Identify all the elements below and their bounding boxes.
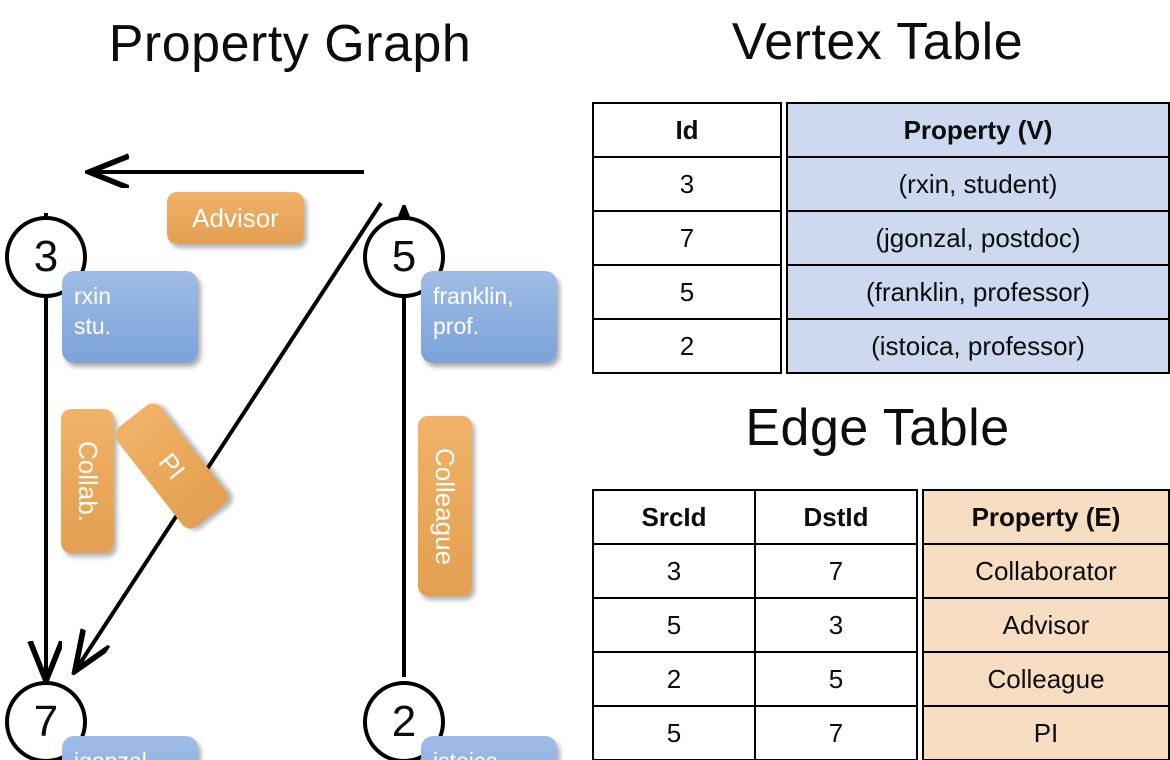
- edge-label-advisor: Advisor: [167, 192, 304, 244]
- edge-table-src-dst-columns: SrcId DstId 3 7 5 3 2 5 5 7: [592, 489, 918, 760]
- vertex-table-header-id: Id: [592, 102, 782, 158]
- table-header-row: Property (E): [922, 489, 1170, 545]
- graph-node-5-label: 5: [391, 232, 417, 281]
- graph-node-3-label: 3: [33, 232, 59, 281]
- vertex-property-callout-7-name: jgonzal,: [74, 746, 198, 760]
- page-title-vertex-table: Vertex Table: [731, 13, 1024, 71]
- edge-table-cell-srcid: 5: [592, 597, 756, 653]
- edge-label-colleague: Colleague: [418, 416, 472, 596]
- table-row: (istoica, professor): [786, 318, 1170, 374]
- vertex-property-callout-2: istoica prof.: [421, 736, 557, 760]
- edge-table-cell-property: Advisor: [922, 597, 1170, 653]
- edge-table-cell-property: Colleague: [922, 651, 1170, 707]
- table-row: Collaborator: [922, 543, 1170, 599]
- vertex-table-cell-property: (franklin, professor): [786, 264, 1170, 320]
- vertex-table-cell-id: 7: [592, 210, 782, 266]
- edge-table-header-dstid: DstId: [754, 489, 918, 545]
- table-row: (jgonzal, postdoc): [786, 210, 1170, 266]
- vertex-property-callout-5: franklin, prof.: [421, 271, 557, 363]
- vertex-table-cell-id: 3: [592, 156, 782, 212]
- graph-node-7-label: 7: [33, 697, 59, 746]
- table-row: 5 7: [592, 705, 918, 760]
- edge-table-cell-property: PI: [922, 705, 1170, 760]
- table-row: 2 5: [592, 651, 918, 707]
- vertex-property-callout-7: jgonzal, pst.doc.: [62, 736, 198, 760]
- vertex-table-property-column: Property (V) (rxin, student) (jgonzal, p…: [786, 102, 1170, 374]
- vertex-table-cell-id: 5: [592, 264, 782, 320]
- vertex-property-callout-3-name: rxin: [74, 283, 112, 309]
- vertex-table-cell-property: (jgonzal, postdoc): [786, 210, 1170, 266]
- table-row: 3: [592, 156, 782, 212]
- edge-table-cell-property: Collaborator: [922, 543, 1170, 599]
- vertex-property-callout-3-role: stu.: [74, 313, 112, 339]
- page-title-edge-table: Edge Table: [745, 399, 1010, 457]
- edge-label-colleague-text: Colleague: [430, 447, 461, 565]
- graph-node-2-label: 2: [391, 697, 417, 746]
- table-header-row: Property (V): [786, 102, 1170, 158]
- table-row: (rxin, student): [786, 156, 1170, 212]
- edge-label-collab: Collab.: [61, 409, 114, 553]
- table-row: 7: [592, 210, 782, 266]
- edge-table-header-srcid: SrcId: [592, 489, 756, 545]
- edge-table-cell-dstid: 5: [754, 651, 918, 707]
- table-row: 3 7: [592, 543, 918, 599]
- edge-table-property-column: Property (E) Collaborator Advisor Collea…: [922, 489, 1170, 760]
- edge-table-cell-dstid: 7: [754, 705, 918, 760]
- table-row: 2: [592, 318, 782, 374]
- table-row: 5: [592, 264, 782, 320]
- vertex-property-callout-3: rxin stu.: [62, 271, 198, 363]
- vertex-property-callout-5-name: franklin,: [433, 283, 514, 309]
- edge-label-advisor-text: Advisor: [192, 202, 279, 233]
- vertex-table-cell-property: (istoica, professor): [786, 318, 1170, 374]
- vertex-table-header-property: Property (V): [786, 102, 1170, 158]
- edge-line-pi: [77, 201, 383, 668]
- table-row: (franklin, professor): [786, 264, 1170, 320]
- edge-table-cell-srcid: 5: [592, 705, 756, 760]
- table-header-row: SrcId DstId: [592, 489, 918, 545]
- table-row: Colleague: [922, 651, 1170, 707]
- edge-label-pi-text: PI: [152, 446, 192, 485]
- table-header-row: Id: [592, 102, 782, 158]
- edge-table-cell-dstid: 3: [754, 597, 918, 653]
- table-row: PI: [922, 705, 1170, 760]
- vertex-table-cell-id: 2: [592, 318, 782, 374]
- edge-label-collab-text: Collab.: [73, 440, 103, 522]
- edge-table-header-property: Property (E): [922, 489, 1170, 545]
- vertex-property-callout-2-name: istoica: [433, 746, 557, 760]
- edge-table-cell-srcid: 3: [592, 543, 756, 599]
- vertex-table-cell-property: (rxin, student): [786, 156, 1170, 212]
- table-row: 5 3: [592, 597, 918, 653]
- vertex-table-id-column: Id 3 7 5 2: [592, 102, 782, 374]
- edge-table-cell-srcid: 2: [592, 651, 756, 707]
- property-graph-diagram: 3 5 7 2 rxin stu. franklin, prof. jgonza…: [0, 85, 580, 760]
- table-row: Advisor: [922, 597, 1170, 653]
- vertex-property-callout-5-role: prof.: [433, 313, 480, 339]
- edge-table-cell-dstid: 7: [754, 543, 918, 599]
- page-title-property-graph: Property Graph: [108, 15, 472, 73]
- graph-node-3[interactable]: 3: [5, 216, 87, 298]
